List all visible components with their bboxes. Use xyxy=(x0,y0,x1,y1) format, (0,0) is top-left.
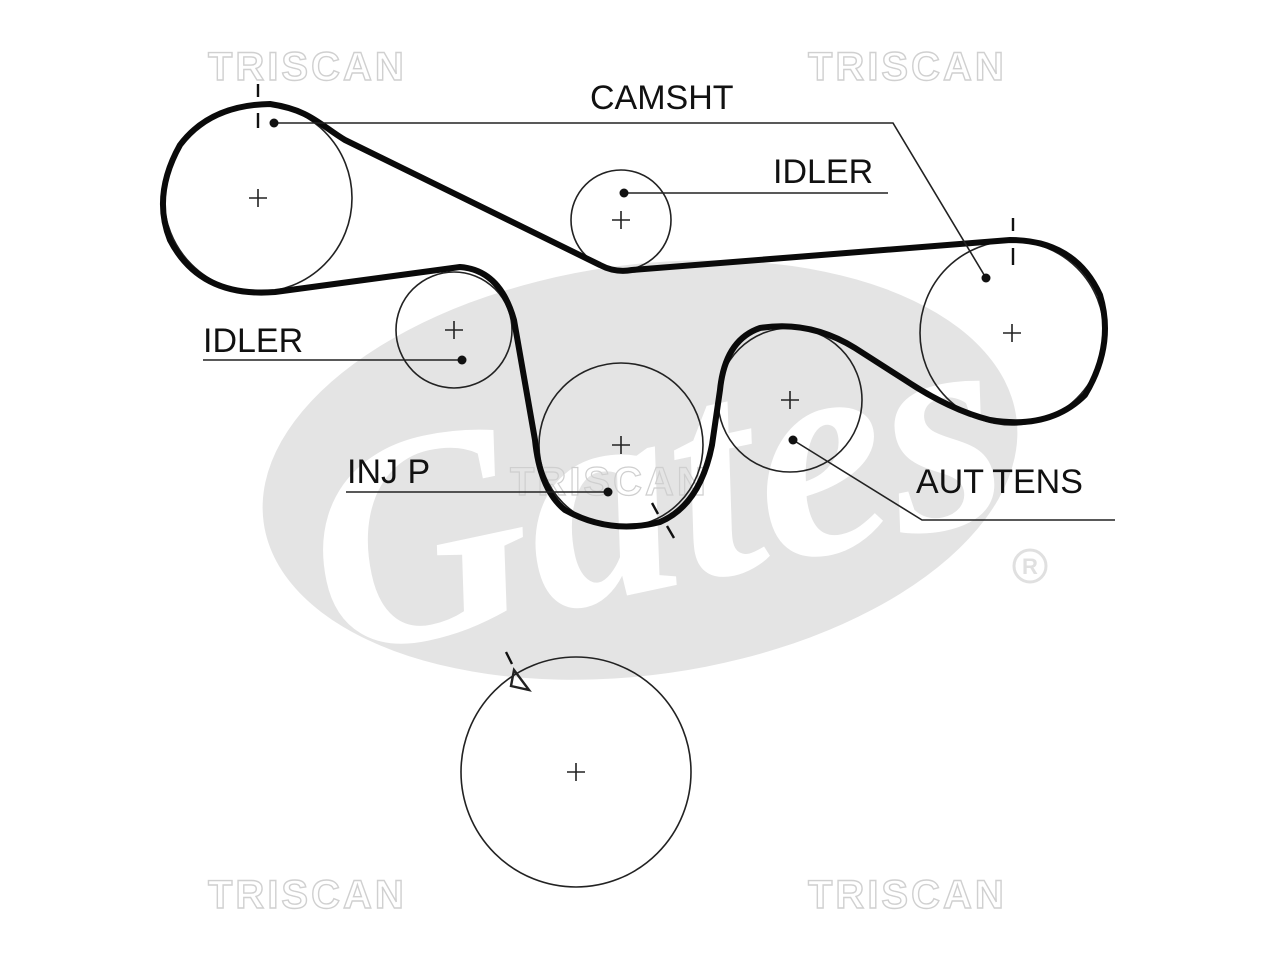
watermark-top-left: TRISCAN xyxy=(208,45,407,89)
dot-camshaft-right xyxy=(981,273,991,283)
timing-mark-crankshaft-triangle xyxy=(509,667,532,692)
registered-mark-letter: R xyxy=(1022,554,1038,579)
label-idler-top: IDLER xyxy=(773,153,873,191)
dot-injection-pump xyxy=(603,487,613,497)
label-camshaft: CAMSHT xyxy=(590,79,734,117)
watermark-bottom-left: TRISCAN xyxy=(208,873,407,917)
pulley-crankshaft xyxy=(460,656,692,888)
label-auto-tensioner: AUT TENS xyxy=(916,463,1083,501)
label-injection-pump: INJ P xyxy=(347,453,430,491)
registered-mark-icon xyxy=(1012,548,1048,584)
dot-camshaft-left xyxy=(269,118,279,128)
watermark-top-right: TRISCAN xyxy=(808,45,1007,89)
leader-auto-tensioner xyxy=(792,439,1115,521)
timing-mark-injection-pump-2 xyxy=(665,525,676,539)
pulley-idler-left xyxy=(395,271,513,389)
timing-mark-crankshaft-1 xyxy=(504,651,514,665)
leader-camshaft xyxy=(274,122,987,279)
logo-ellipse xyxy=(262,260,1018,680)
dot-auto-tensioner xyxy=(788,435,798,445)
dot-idler-top xyxy=(619,188,629,198)
timing-mark-injection-pump-1 xyxy=(650,502,660,515)
timing-belt xyxy=(159,101,1108,530)
dot-idler-left xyxy=(457,355,467,365)
label-idler-left: IDLER xyxy=(203,322,303,360)
watermark-bottom-right: TRISCAN xyxy=(808,873,1007,917)
